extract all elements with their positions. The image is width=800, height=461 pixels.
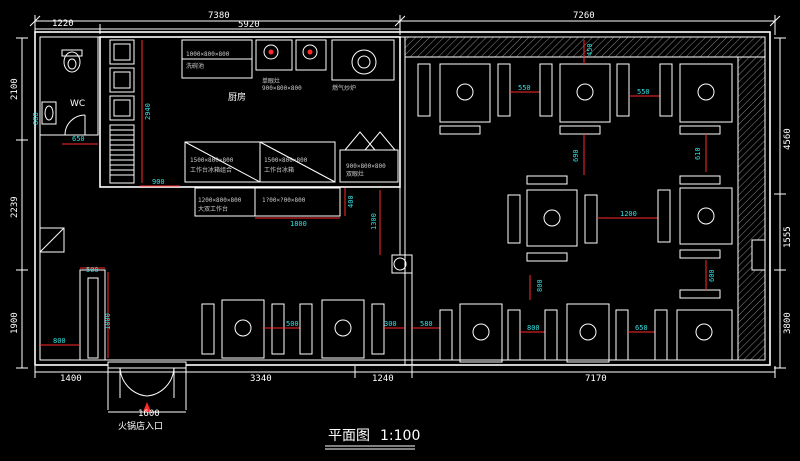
dim-1200: 1200	[620, 210, 637, 218]
dim-top-7380: 7380	[208, 11, 230, 21]
dim-bottom-3340: 3340	[250, 374, 272, 384]
title-scale: 1:100	[380, 428, 420, 444]
dim-300: 300	[384, 320, 397, 328]
dim-1300: 1300	[370, 213, 378, 230]
equip-label-e12: 1000×800×800	[186, 51, 230, 58]
equip-label-e9: 单眼灶	[262, 77, 280, 85]
title-text: 平面图	[328, 428, 370, 444]
equip-label-e4: 工作台冰箱组合	[190, 166, 232, 174]
dim-1600: 1600	[138, 409, 160, 419]
equip-label-e6: 1200×800×800	[198, 197, 242, 204]
dim-800-left: 800	[53, 337, 66, 345]
dim-500a: 500	[286, 320, 299, 328]
dining-table	[439, 303, 521, 363]
equip-label-e8: 双眼灶	[346, 170, 364, 178]
dining-table	[539, 63, 630, 135]
dim-left-2239: 2239	[10, 196, 20, 218]
top-dimensions: 1220 7380 5920 7260	[29, 11, 781, 35]
dim-right-3800: 3800	[783, 312, 793, 334]
dim-top-7260: 7260	[573, 11, 595, 21]
right-dimensions: 4560 1555 3800	[774, 37, 793, 369]
entrance-label: 火锅店入口	[118, 420, 163, 432]
dining-table	[659, 63, 733, 135]
dim-bottom-7170: 7170	[585, 374, 607, 384]
dim-450: 450	[586, 43, 594, 56]
wc-label: WC	[70, 99, 85, 109]
dim-900-kitchen: 900	[152, 178, 165, 186]
dim-left-2100: 2100	[10, 78, 20, 100]
dim-500-left: 500	[86, 266, 99, 274]
dim-right-4560: 4560	[783, 128, 793, 150]
equip-label-e2: 1500×800×800	[190, 157, 234, 164]
dim-right-1555: 1555	[783, 226, 793, 248]
dim-550a: 550	[518, 84, 531, 92]
dining-table	[544, 303, 629, 363]
dim-1800-left: 1800	[104, 313, 112, 330]
kitchen-label: 厨房	[228, 91, 246, 103]
dining-table	[417, 63, 511, 135]
dim-650-wc: 650	[72, 135, 85, 143]
burner-icon	[255, 39, 293, 71]
dining-table	[299, 299, 385, 359]
dim-800: 800	[527, 324, 540, 332]
outer-walls	[34, 31, 771, 368]
dim-1800: 1800	[290, 220, 307, 228]
drawing-title: 平面图 1:100	[325, 428, 420, 450]
dim-bottom-1240: 1240	[372, 374, 394, 384]
dim-left-1900: 1900	[10, 312, 20, 334]
dining-table	[657, 175, 733, 259]
entrance-area: 500 1800 800	[39, 227, 112, 361]
entrance-doors: 1600 火锅店入口	[107, 361, 187, 432]
equip-label-e1: 1?00×?00×800	[262, 197, 306, 204]
dim-top-1220: 1220	[52, 19, 74, 29]
interior-dividers: 1300	[370, 37, 413, 365]
equip-label-e14: 900×800×800	[346, 163, 386, 170]
dim-800-v: 800	[536, 279, 544, 292]
dim-2940: 2940	[144, 103, 152, 120]
dim-650: 650	[635, 324, 648, 332]
dim-top-5920: 5920	[238, 20, 260, 30]
sink-icon	[41, 101, 57, 125]
stair-hatch	[109, 124, 135, 184]
wc-door	[64, 114, 86, 136]
dim-600: 600	[708, 269, 716, 282]
equip-label-e3: 1500×800×800	[264, 157, 308, 164]
wc-room: WC 650 888	[32, 36, 99, 145]
wc-small-text: 888	[32, 112, 40, 125]
dim-550b: 550	[637, 88, 650, 96]
dining-table	[654, 309, 733, 361]
burner-icon	[295, 39, 327, 71]
dining-table	[507, 175, 598, 262]
dim-bottom-1400: 1400	[60, 374, 82, 384]
equip-label-e11: 燃气炒炉	[332, 84, 356, 92]
kitchen: 厨房 2940 1000×800×800 洗碗池	[99, 36, 401, 228]
dim-580: 580	[420, 320, 433, 328]
toilet-icon	[61, 49, 83, 73]
equip-label-e7: 大双工作台	[198, 205, 228, 213]
equip-label-e13: 洗碗池	[186, 62, 204, 70]
bottom-dimensions: 1400 3340 1240 7170	[34, 366, 776, 384]
dim-690: 690	[572, 149, 580, 162]
equip-label-e5: 工作台冰箱	[264, 166, 294, 174]
equip-label-e10: 900×800×800	[262, 85, 302, 92]
left-dimensions: 2100 2239 1900	[10, 37, 28, 369]
wok-stove-icon	[331, 39, 395, 81]
dim-610: 610	[694, 147, 702, 160]
dim-400: 400	[347, 195, 355, 208]
dining-table	[201, 299, 285, 359]
